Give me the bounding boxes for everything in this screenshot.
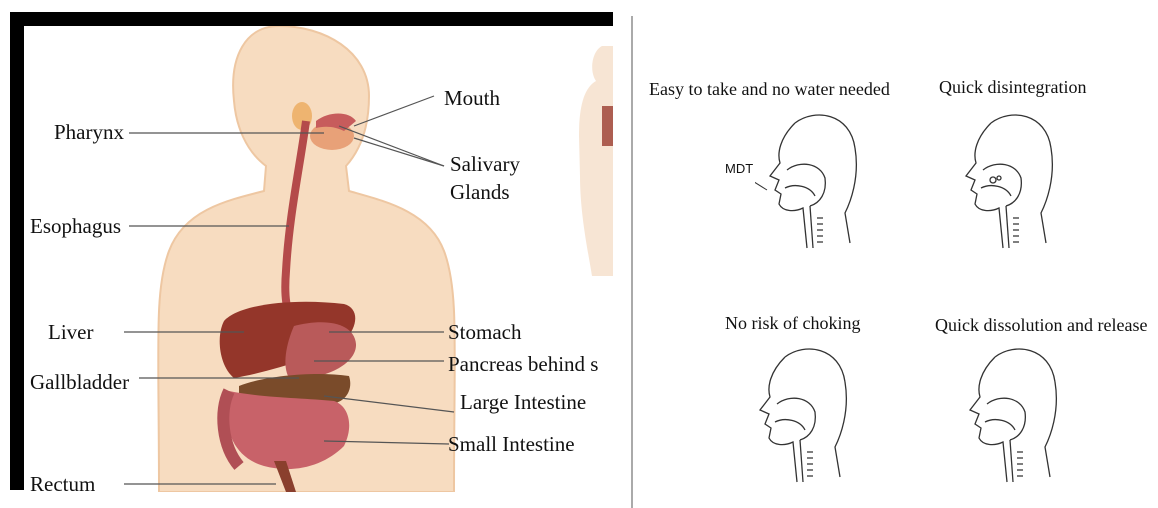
- label-pharynx: Pharynx: [54, 122, 124, 143]
- label-pancreas: Pancreas behind s: [448, 354, 598, 375]
- mdt-label: MDT: [725, 162, 753, 175]
- label-rectum: Rectum: [30, 474, 95, 492]
- label-glands: Glands: [450, 182, 510, 203]
- label-salivary: Salivary: [450, 154, 520, 175]
- caption-dissolution: Quick dissolution and release: [935, 316, 1147, 334]
- mdt-advantages-panel: Easy to take and no water needed Quick d…: [631, 16, 1158, 508]
- head-illustration-choking: [745, 342, 855, 492]
- head-illustration-easy: [755, 108, 865, 258]
- digestive-diagram: Mouth Pharynx Salivary Glands Esophagus …: [24, 26, 613, 492]
- digestive-illustration: [24, 26, 613, 492]
- head-illustration-disintegration: [951, 108, 1061, 258]
- label-stomach: Stomach: [448, 322, 522, 343]
- head-illustration-dissolution: [955, 342, 1065, 492]
- digestive-diagram-frame: Mouth Pharynx Salivary Glands Esophagus …: [10, 12, 613, 490]
- label-esophagus: Esophagus: [30, 216, 121, 237]
- caption-disintegration: Quick disintegration: [939, 78, 1086, 96]
- label-large-intestine: Large Intestine: [460, 392, 586, 413]
- background-figure-organ: [602, 106, 613, 146]
- label-mouth: Mouth: [444, 88, 500, 109]
- caption-easy: Easy to take and no water needed: [649, 80, 890, 98]
- label-liver: Liver: [48, 322, 93, 343]
- caption-choking: No risk of choking: [725, 314, 860, 332]
- label-gallbladder: Gallbladder: [30, 372, 129, 393]
- label-small-intestine: Small Intestine: [448, 434, 575, 455]
- background-figure: [579, 46, 613, 276]
